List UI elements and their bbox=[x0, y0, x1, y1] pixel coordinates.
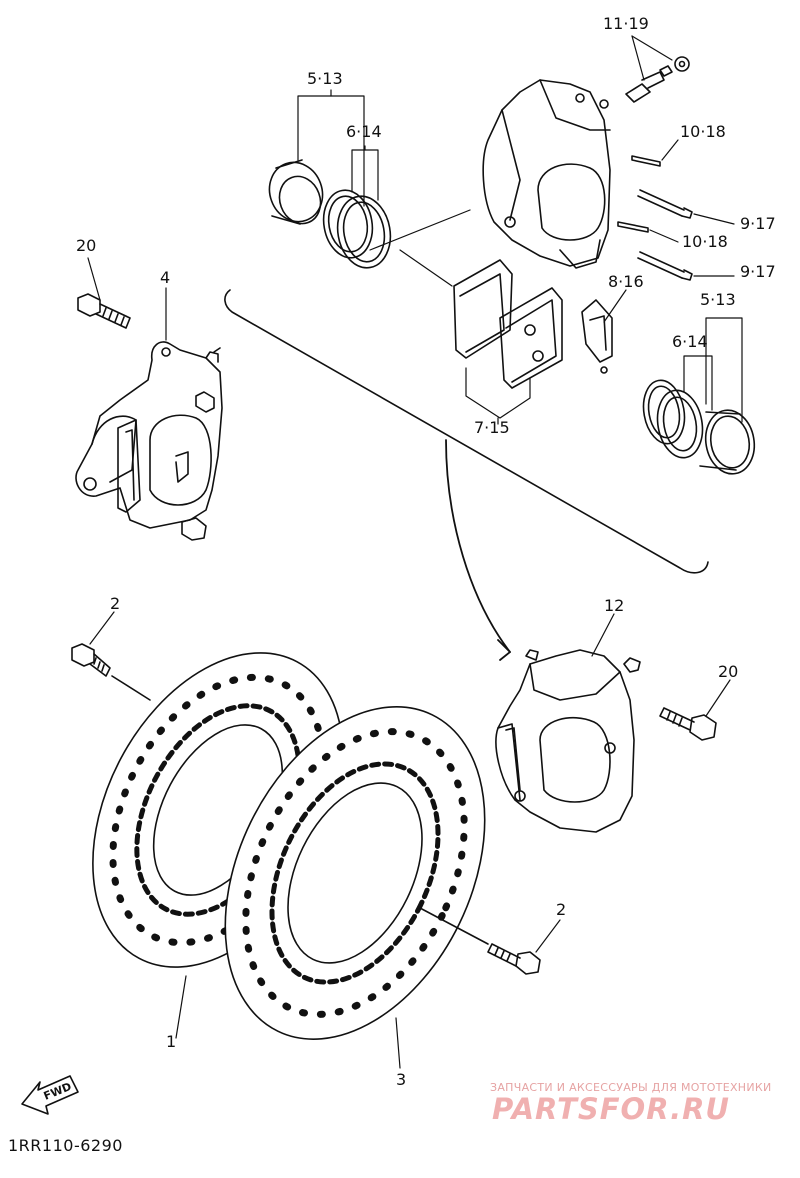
callout-11-19: 11·19 bbox=[603, 14, 649, 33]
fwd-label: FWD bbox=[42, 1080, 74, 1103]
callout-7-15: 7·15 bbox=[474, 418, 510, 437]
callout-9-17-a: 9·17 bbox=[740, 214, 776, 233]
watermark-subtitle: ЗАПЧАСТИ И АКСЕССУАРЫ ДЛЯ МОТОТЕХНИКИ bbox=[490, 1081, 772, 1094]
callout-20-left: 20 bbox=[76, 236, 97, 255]
caliper-12 bbox=[495, 649, 641, 833]
pad-pins bbox=[617, 155, 693, 281]
callout-8-16: 8·16 bbox=[608, 272, 644, 291]
callout-9-17-b: 9·17 bbox=[740, 262, 776, 281]
callout-10-18-b: 10·18 bbox=[682, 232, 728, 251]
callout-3: 3 bbox=[396, 1070, 407, 1089]
fwd-arrow-icon: FWD bbox=[21, 1075, 79, 1115]
bolt-20-upper bbox=[77, 293, 131, 329]
pistons-seals-upper bbox=[268, 159, 392, 269]
callout-2-top: 2 bbox=[110, 594, 121, 613]
group-arrow bbox=[445, 439, 511, 653]
callout-1: 1 bbox=[166, 1032, 177, 1051]
diagram-code: 1RR110-6290 bbox=[8, 1136, 123, 1155]
callout-6-14-top: 6·14 bbox=[346, 122, 382, 141]
callout-6-14-right: 6·14 bbox=[672, 332, 708, 351]
bolt-2-lower bbox=[419, 907, 541, 975]
callout-4: 4 bbox=[160, 268, 171, 287]
brake-disc-3 bbox=[224, 706, 486, 1040]
bolt-20-lower bbox=[659, 707, 717, 741]
pad-shim bbox=[581, 299, 613, 374]
brake-pads bbox=[453, 259, 563, 389]
callout-2-bottom: 2 bbox=[556, 900, 567, 919]
callout-10-18-a: 10·18 bbox=[680, 122, 726, 141]
watermark-brand: PARTSFOR.RU bbox=[492, 1092, 730, 1126]
bleeder-screw-11-19 bbox=[625, 56, 690, 103]
callout-12: 12 bbox=[604, 596, 625, 615]
caliper-body-upper bbox=[482, 79, 611, 269]
caliper-4 bbox=[75, 341, 223, 541]
callout-20-right: 20 bbox=[718, 662, 739, 681]
bolt-2-upper bbox=[71, 643, 151, 701]
callout-5-13-right: 5·13 bbox=[700, 290, 736, 309]
pistons-seals-lower bbox=[642, 379, 756, 475]
callout-5-13-top: 5·13 bbox=[307, 69, 343, 88]
leader-lines bbox=[87, 35, 743, 1069]
group-bracket bbox=[224, 289, 709, 574]
